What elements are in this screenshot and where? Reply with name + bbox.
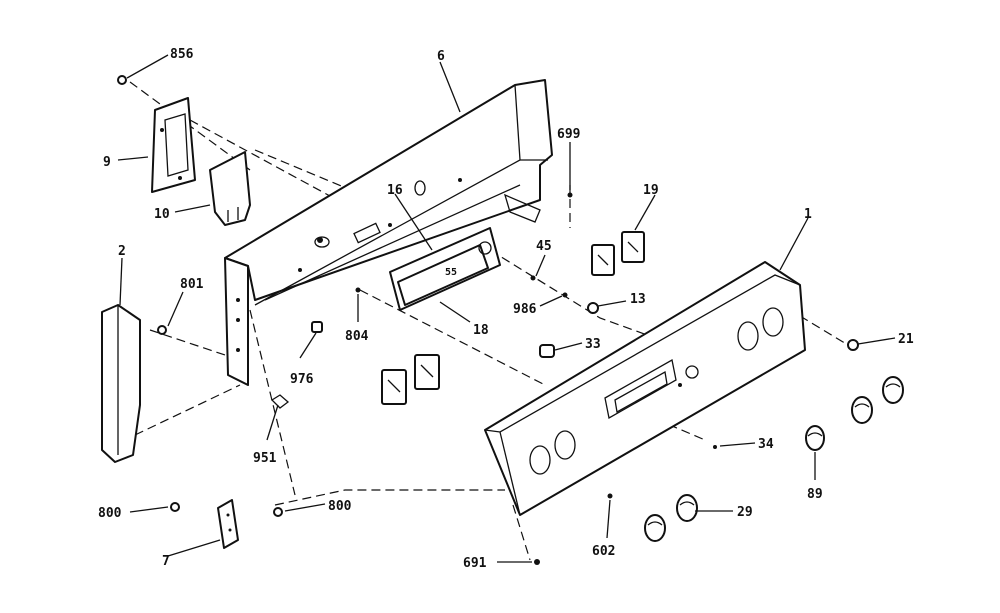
end-trim <box>101 304 141 463</box>
switch-pair-upper <box>591 231 645 276</box>
callout-labels: 856 6 699 9 10 16 19 1 2 801 45 986 13 8… <box>98 47 914 571</box>
callout-691: 691 <box>463 556 487 571</box>
callout-951: 951 <box>253 451 277 466</box>
bracket-plate <box>209 151 251 226</box>
callout-18: 18 <box>473 323 489 338</box>
callout-800-left: 800 <box>98 506 122 521</box>
callout-7: 7 <box>162 554 170 569</box>
callout-6: 6 <box>437 49 445 64</box>
callout-21: 21 <box>898 332 914 347</box>
callout-1: 1 <box>804 207 812 222</box>
callout-986: 986 <box>513 302 537 317</box>
side-bracket <box>151 97 196 193</box>
callout-976: 976 <box>290 372 314 387</box>
callout-800-right: 800 <box>328 499 352 514</box>
switch-pair-lower <box>381 354 440 405</box>
callout-602: 602 <box>592 544 615 559</box>
callout-2: 2 <box>118 244 126 259</box>
callout-9: 9 <box>103 155 111 170</box>
callout-699: 699 <box>557 127 580 142</box>
callout-856: 856 <box>170 47 194 62</box>
callout-34: 34 <box>758 437 774 452</box>
callout-10: 10 <box>154 207 170 222</box>
center-insert: 55 <box>389 227 501 311</box>
front-control-panel <box>484 261 806 516</box>
callout-801: 801 <box>180 277 204 292</box>
knobs <box>644 376 904 542</box>
assembly-lines <box>129 81 849 561</box>
svg-text:55: 55 <box>445 267 457 278</box>
callout-804: 804 <box>345 329 369 344</box>
rear-back-panel <box>224 79 553 387</box>
callout-16: 16 <box>387 183 403 198</box>
lower-bracket <box>217 499 239 549</box>
callout-89: 89 <box>807 487 823 502</box>
callout-33: 33 <box>585 337 601 352</box>
callout-19: 19 <box>643 183 659 198</box>
callout-45: 45 <box>536 239 552 254</box>
hardware <box>117 75 859 565</box>
callout-29: 29 <box>737 505 753 520</box>
leader-lines <box>117 54 896 563</box>
callout-13: 13 <box>630 292 646 307</box>
